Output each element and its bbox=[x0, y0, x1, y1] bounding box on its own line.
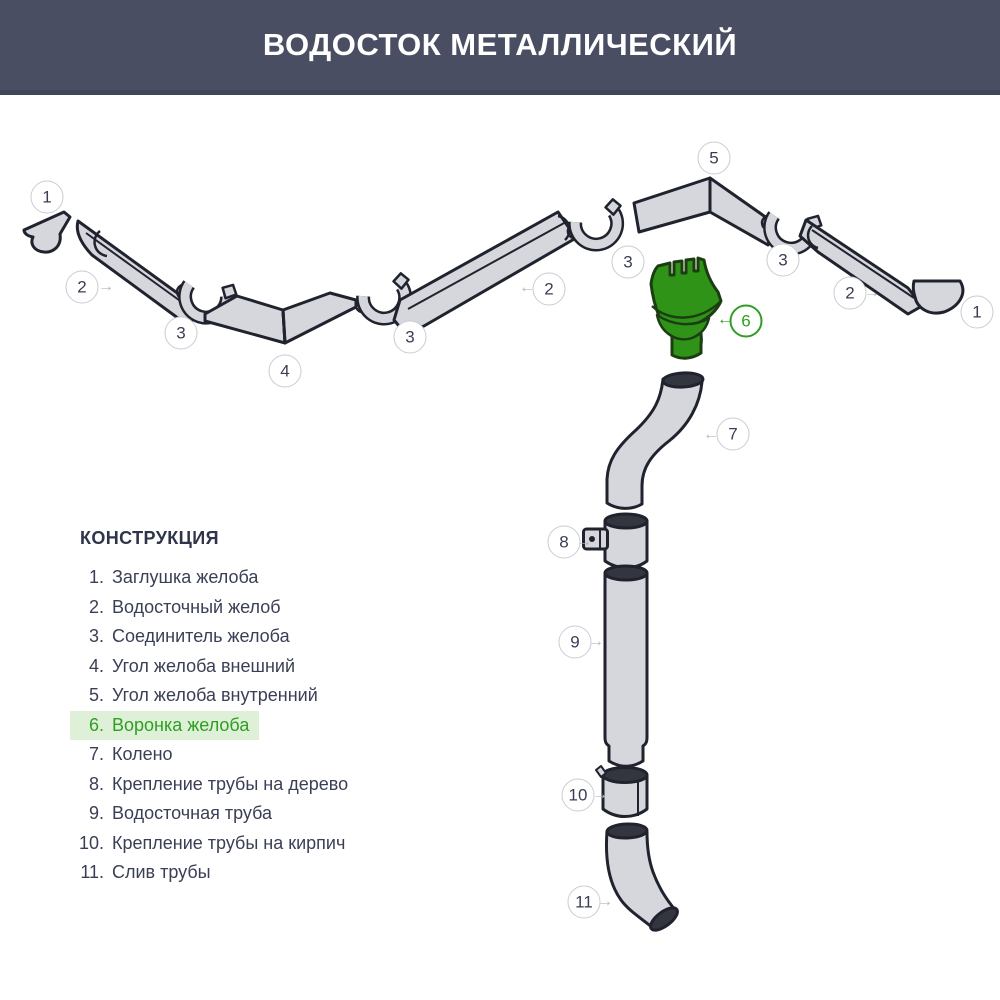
legend-item-10: 10. Крепление трубы на кирпич bbox=[78, 832, 346, 853]
callout-2-left: 2 bbox=[65, 270, 99, 304]
arrow-left-icon: ← bbox=[519, 279, 535, 296]
legend: КОНСТРУКЦИЯ 1. Заглушка желоба 2. Водост… bbox=[70, 528, 358, 888]
legend-item-11: 11. Слив трубы bbox=[80, 862, 211, 882]
callout-3-mid-1: 3 bbox=[393, 320, 427, 354]
part-end-cap-left bbox=[22, 210, 72, 254]
part-end-cap-right bbox=[911, 279, 965, 315]
callout-10: 10 bbox=[561, 778, 595, 812]
callout-2-mid: 2 bbox=[532, 272, 566, 306]
callout-7: 7 bbox=[716, 417, 750, 451]
legend-item-4: 4. Угол желоба внешний bbox=[88, 655, 295, 676]
legend-item-9: 9. Водосточная труба bbox=[88, 803, 273, 823]
part-gutter-channel-left bbox=[75, 219, 200, 326]
header: ВОДОСТОК МЕТАЛЛИЧЕСКИЙ bbox=[0, 0, 1000, 95]
legend-item-5: 5. Угол желоба внутренний bbox=[88, 685, 318, 705]
part-gutter-channel-mid bbox=[392, 210, 578, 334]
part-downpipe bbox=[603, 564, 649, 768]
callout-6: 6 bbox=[729, 304, 763, 338]
callout-3-left: 3 bbox=[164, 316, 198, 350]
arrow-right-icon: → bbox=[588, 633, 604, 650]
legend-item-6: 6. Воронка желоба bbox=[70, 710, 260, 740]
callout-5: 5 bbox=[697, 141, 731, 175]
callout-3-right: 3 bbox=[766, 243, 800, 277]
legend-title: КОНСТРУКЦИЯ bbox=[80, 528, 219, 548]
arrow-left-icon: ← bbox=[717, 311, 733, 328]
part-pipe-clamp-brick bbox=[595, 765, 649, 818]
arrow-right-icon: → bbox=[592, 786, 608, 803]
legend-item-1: 1. Заглушка желоба bbox=[88, 567, 259, 587]
page-title: ВОДОСТОК МЕТАЛЛИЧЕСКИЙ bbox=[262, 27, 738, 62]
callout-8: 8 bbox=[547, 525, 581, 559]
legend-list: 1. Заглушка желоба 2. Водосточный желоб … bbox=[70, 563, 358, 888]
callout-2-right: 2 bbox=[833, 276, 867, 310]
arrow-right-icon: → bbox=[864, 284, 880, 301]
part-connector-mid-2 bbox=[563, 198, 629, 251]
callout-11: 11 bbox=[567, 885, 601, 919]
part-funnel bbox=[649, 256, 723, 360]
part-pipe-clamp-wood bbox=[582, 512, 649, 570]
part-gutter-channel-right bbox=[798, 218, 924, 316]
arrow-right-icon: → bbox=[576, 533, 592, 550]
callout-4: 4 bbox=[268, 354, 302, 388]
legend-item-3: 3. Соединитель желоба bbox=[88, 626, 290, 646]
arrow-right-icon: → bbox=[597, 893, 613, 910]
legend-item-7: 7. Колено bbox=[88, 744, 173, 764]
legend-item-8: 8. Крепление трубы на дерево bbox=[88, 773, 349, 794]
arrow-left-icon: ← bbox=[703, 426, 719, 443]
part-elbow bbox=[605, 371, 705, 510]
part-outer-corner bbox=[203, 291, 358, 345]
callout-3-mid-2: 3 bbox=[611, 245, 645, 279]
part-outlet bbox=[604, 822, 679, 932]
part-inner-corner bbox=[632, 176, 776, 247]
arrow-right-icon: → bbox=[98, 278, 114, 295]
legend-item-2: 2. Водосточный желоб bbox=[88, 596, 281, 617]
callout-1-right: 1 bbox=[960, 295, 994, 329]
callout-9: 9 bbox=[558, 625, 592, 659]
callout-1-left: 1 bbox=[30, 180, 64, 214]
